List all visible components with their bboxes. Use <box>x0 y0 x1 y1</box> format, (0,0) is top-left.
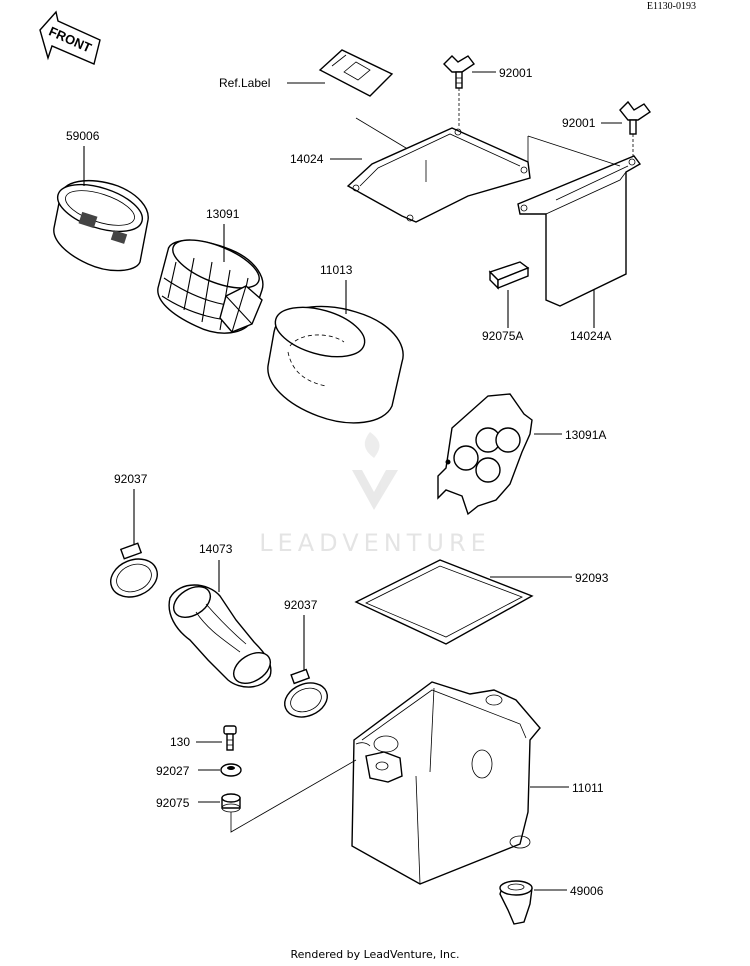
callout-14073: 14073 <box>199 542 233 556</box>
callout-130: 130 <box>170 735 190 749</box>
bolt-130-part <box>223 725 237 751</box>
intake-duct-14073-part <box>168 584 272 688</box>
callout-92075: 92075 <box>156 796 190 810</box>
pad-92075a-part <box>488 261 530 290</box>
callout-92075a: 92075A <box>482 329 523 343</box>
callout-11013: 11013 <box>320 263 353 277</box>
drain-cap-49006-part <box>499 880 533 925</box>
callout-49006: 49006 <box>570 884 604 898</box>
gasket-92093-part <box>354 559 534 645</box>
watermark: LEADVENTURE <box>259 432 491 557</box>
hose-clamp-92037-left <box>110 542 158 598</box>
footer-text: Rendered by LeadVenture, Inc. <box>290 948 459 961</box>
hose-clamp-92037-right <box>284 668 328 718</box>
damper-92075-part <box>221 793 241 813</box>
wing-bolt-92001-side <box>619 100 652 135</box>
callout-92001-side: 92001 <box>562 116 596 130</box>
callout-92037-right: 92037 <box>284 598 318 612</box>
air-filter-element-11013-part <box>267 305 404 424</box>
callout-ref-label: Ref.Label <box>219 76 270 90</box>
callout-92037-left: 92037 <box>114 472 148 486</box>
baffle-plate-13091a-part <box>437 393 533 516</box>
callout-92027: 92027 <box>156 764 190 778</box>
callout-92093: 92093 <box>575 571 609 585</box>
air-box-case-11011-part <box>351 681 541 885</box>
bracket-14024a-part <box>517 135 642 307</box>
callout-13091a: 13091A <box>565 428 606 442</box>
callout-59006: 59006 <box>66 129 100 143</box>
callout-14024: 14024 <box>290 152 324 166</box>
callout-11011: 11011 <box>572 781 604 795</box>
plate-14024-part <box>346 127 531 223</box>
watermark-text: LEADVENTURE <box>259 529 491 557</box>
front-arrow-icon: FRONT <box>39 10 101 65</box>
collar-92027-part <box>220 763 242 777</box>
wing-bolt-92001-top <box>443 55 476 89</box>
filter-cage-13091-part <box>157 239 264 334</box>
callout-13091: 13091 <box>206 207 240 221</box>
callout-14024a: 14024A <box>570 329 611 343</box>
filter-cover-59006-part <box>53 179 149 272</box>
reference-label-part <box>318 49 394 97</box>
callout-92001-top: 92001 <box>499 66 533 80</box>
diagram-code: E1130-0193 <box>647 1 696 12</box>
